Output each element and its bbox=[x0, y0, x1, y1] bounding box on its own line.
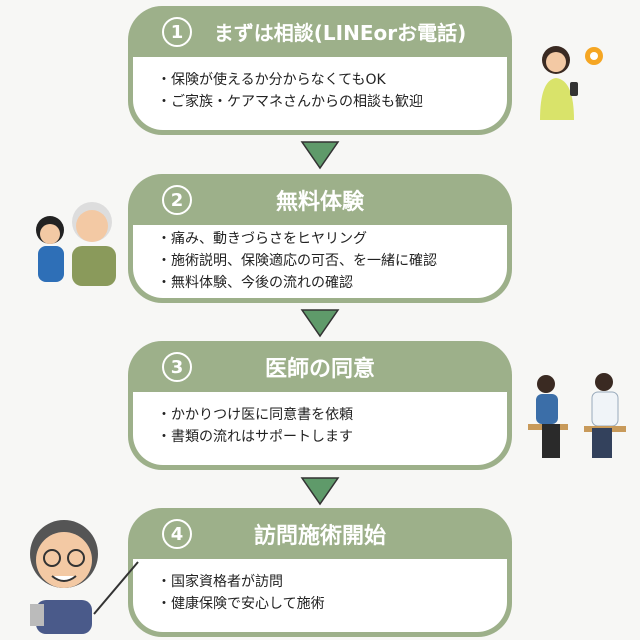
step-line: ・ご家族・ケアマネさんからの相談も歓迎 bbox=[157, 94, 423, 110]
doctor-consultation-illustration bbox=[528, 373, 626, 458]
therapist-portrait-illustration bbox=[30, 520, 139, 634]
step-2-card: 2 無料体験 ・痛み、動きづらさをヒヤリング ・施術説明、保険適応の可否、を一緒に… bbox=[128, 174, 512, 303]
step-line: ・痛み、動きづらさをヒヤリング bbox=[157, 231, 367, 247]
step-number: 3 bbox=[162, 352, 192, 382]
down-arrow-icon bbox=[300, 477, 340, 506]
step-1-card: 1 まずは相談(LINEorお電話) ・保険が使えるか分からなくてもOK ・ご家族… bbox=[128, 6, 512, 135]
woman-phone-illustration bbox=[540, 46, 603, 120]
step-3-card: 3 医師の同意 ・かかりつけ医に同意書を依頼 ・書類の流れはサポートします bbox=[128, 341, 512, 470]
down-arrow-icon bbox=[300, 309, 340, 338]
down-arrow-icon bbox=[300, 141, 340, 170]
step-number: 1 bbox=[162, 17, 192, 47]
elderly-couple-illustration bbox=[36, 202, 116, 286]
step-line: ・かかりつけ医に同意書を依頼 bbox=[157, 407, 354, 423]
step-line: ・国家資格者が訪問 bbox=[157, 574, 283, 590]
step-number: 4 bbox=[162, 519, 192, 549]
step-number: 2 bbox=[162, 185, 192, 215]
step-line: ・健康保険で安心して施術 bbox=[157, 596, 325, 612]
step-line: ・書類の流れはサポートします bbox=[157, 429, 353, 445]
step-4-card: 4 訪問施術開始 ・国家資格者が訪問 ・健康保険で安心して施術 bbox=[128, 508, 512, 637]
step-title: 医師の同意 bbox=[264, 356, 375, 382]
step-line: ・保険が使えるか分からなくてもOK bbox=[157, 72, 386, 88]
step-title: 無料体験 bbox=[275, 189, 364, 215]
step-title: まずは相談(LINEorお電話) bbox=[213, 21, 467, 45]
step-line: ・施術説明、保険適応の可否、を一緒に確認 bbox=[157, 253, 437, 269]
step-line: ・無料体験、今後の流れの確認 bbox=[157, 275, 353, 291]
step-title: 訪問施術開始 bbox=[253, 523, 386, 549]
